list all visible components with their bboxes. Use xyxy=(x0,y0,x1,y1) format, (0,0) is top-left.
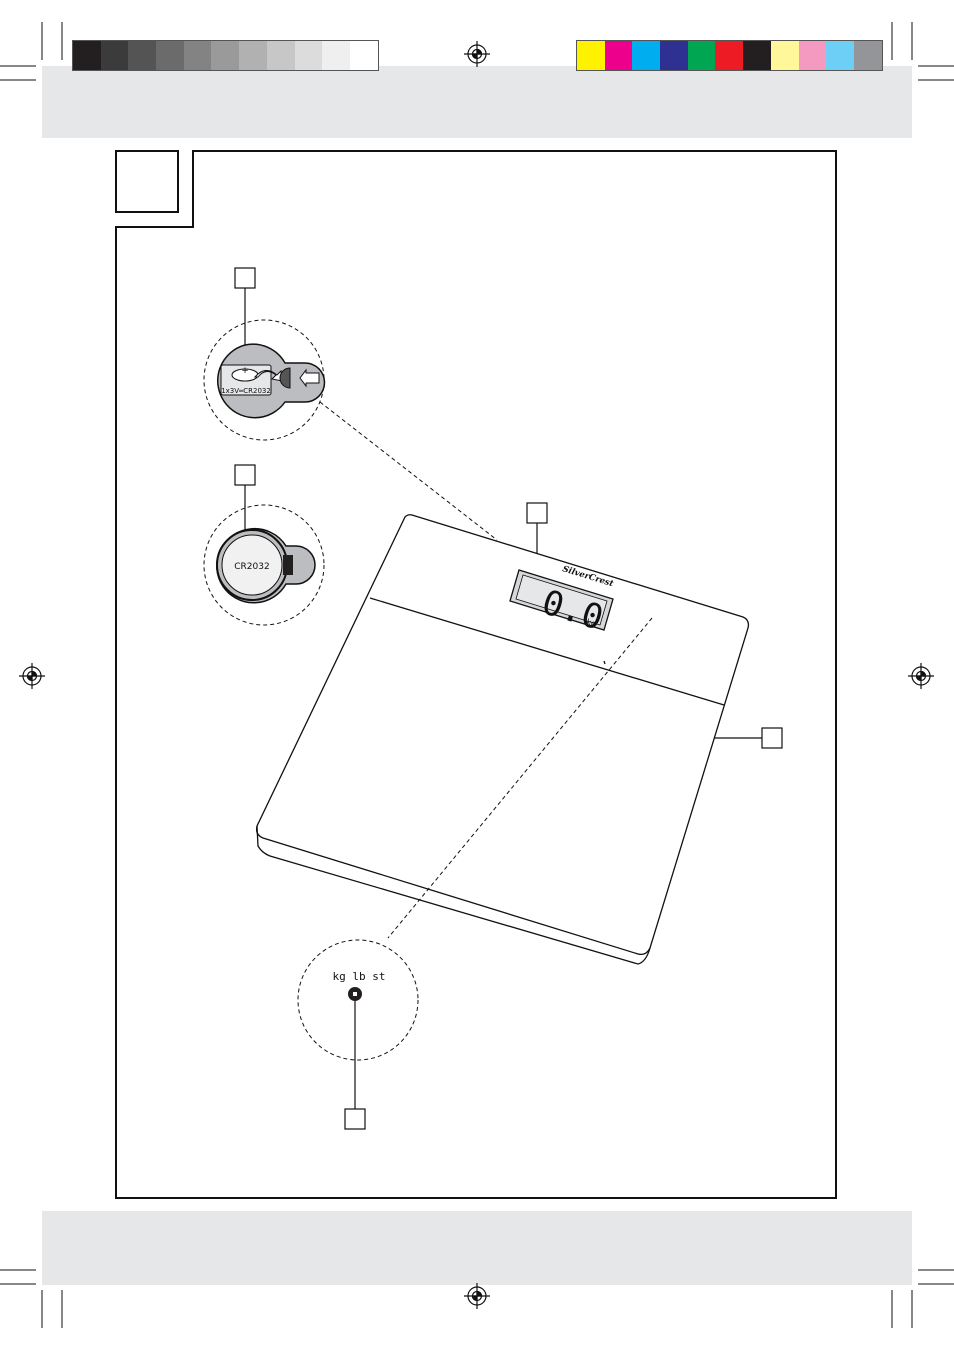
process-color-bar xyxy=(576,40,883,71)
grayscale-swatch xyxy=(156,41,184,70)
grayscale-swatch xyxy=(322,41,350,70)
grayscale-swatch xyxy=(100,41,129,70)
crop-marks xyxy=(0,22,954,1328)
process-color-swatch xyxy=(826,41,854,70)
callout-box-battery-installed xyxy=(234,464,256,486)
process-color-swatch xyxy=(770,41,799,70)
process-color-swatch xyxy=(798,41,827,70)
process-color-swatch xyxy=(743,41,771,70)
bottom-print-band xyxy=(42,1211,912,1285)
grayscale-swatch xyxy=(183,41,212,70)
process-color-swatch xyxy=(715,41,744,70)
grayscale-swatch xyxy=(211,41,240,70)
grayscale-swatch xyxy=(128,41,157,70)
grayscale-swatch xyxy=(294,41,323,70)
bathroom-scale xyxy=(255,514,750,965)
cell-type-label: CR2032 xyxy=(234,562,269,572)
grayscale-swatch xyxy=(349,41,378,70)
process-color-swatch xyxy=(660,41,688,70)
callout-box-platform xyxy=(761,727,783,749)
unit-options-label: kg lb st xyxy=(333,970,386,983)
grayscale-swatch xyxy=(266,41,295,70)
registration-target-icon xyxy=(19,41,934,1309)
top-print-band xyxy=(42,66,912,138)
battery-type-label: 1x3V═CR2032 xyxy=(221,387,271,395)
figure-frame xyxy=(115,150,837,1199)
process-color-swatch xyxy=(687,41,716,70)
process-color-swatch xyxy=(853,41,882,70)
grayscale-color-bar xyxy=(72,40,379,71)
detail-unit-switch: kg lb st xyxy=(297,939,419,1061)
detail-battery-installed: CR2032 xyxy=(203,504,325,626)
process-color-swatch xyxy=(632,41,661,70)
callout-box-display xyxy=(526,502,548,524)
grayscale-swatch xyxy=(73,41,101,70)
process-color-swatch xyxy=(604,41,633,70)
callout-box-unit-button xyxy=(344,1108,366,1130)
detail-battery-compartment: + 1x3V═CR2032 xyxy=(203,319,498,541)
process-color-swatch xyxy=(577,41,605,70)
arrow-left-icon xyxy=(299,368,320,388)
display-unit: kg xyxy=(585,617,597,628)
callout-box-battery-compartment xyxy=(234,267,256,289)
battery-plus-label: + xyxy=(241,366,249,376)
grayscale-swatch xyxy=(239,41,267,70)
